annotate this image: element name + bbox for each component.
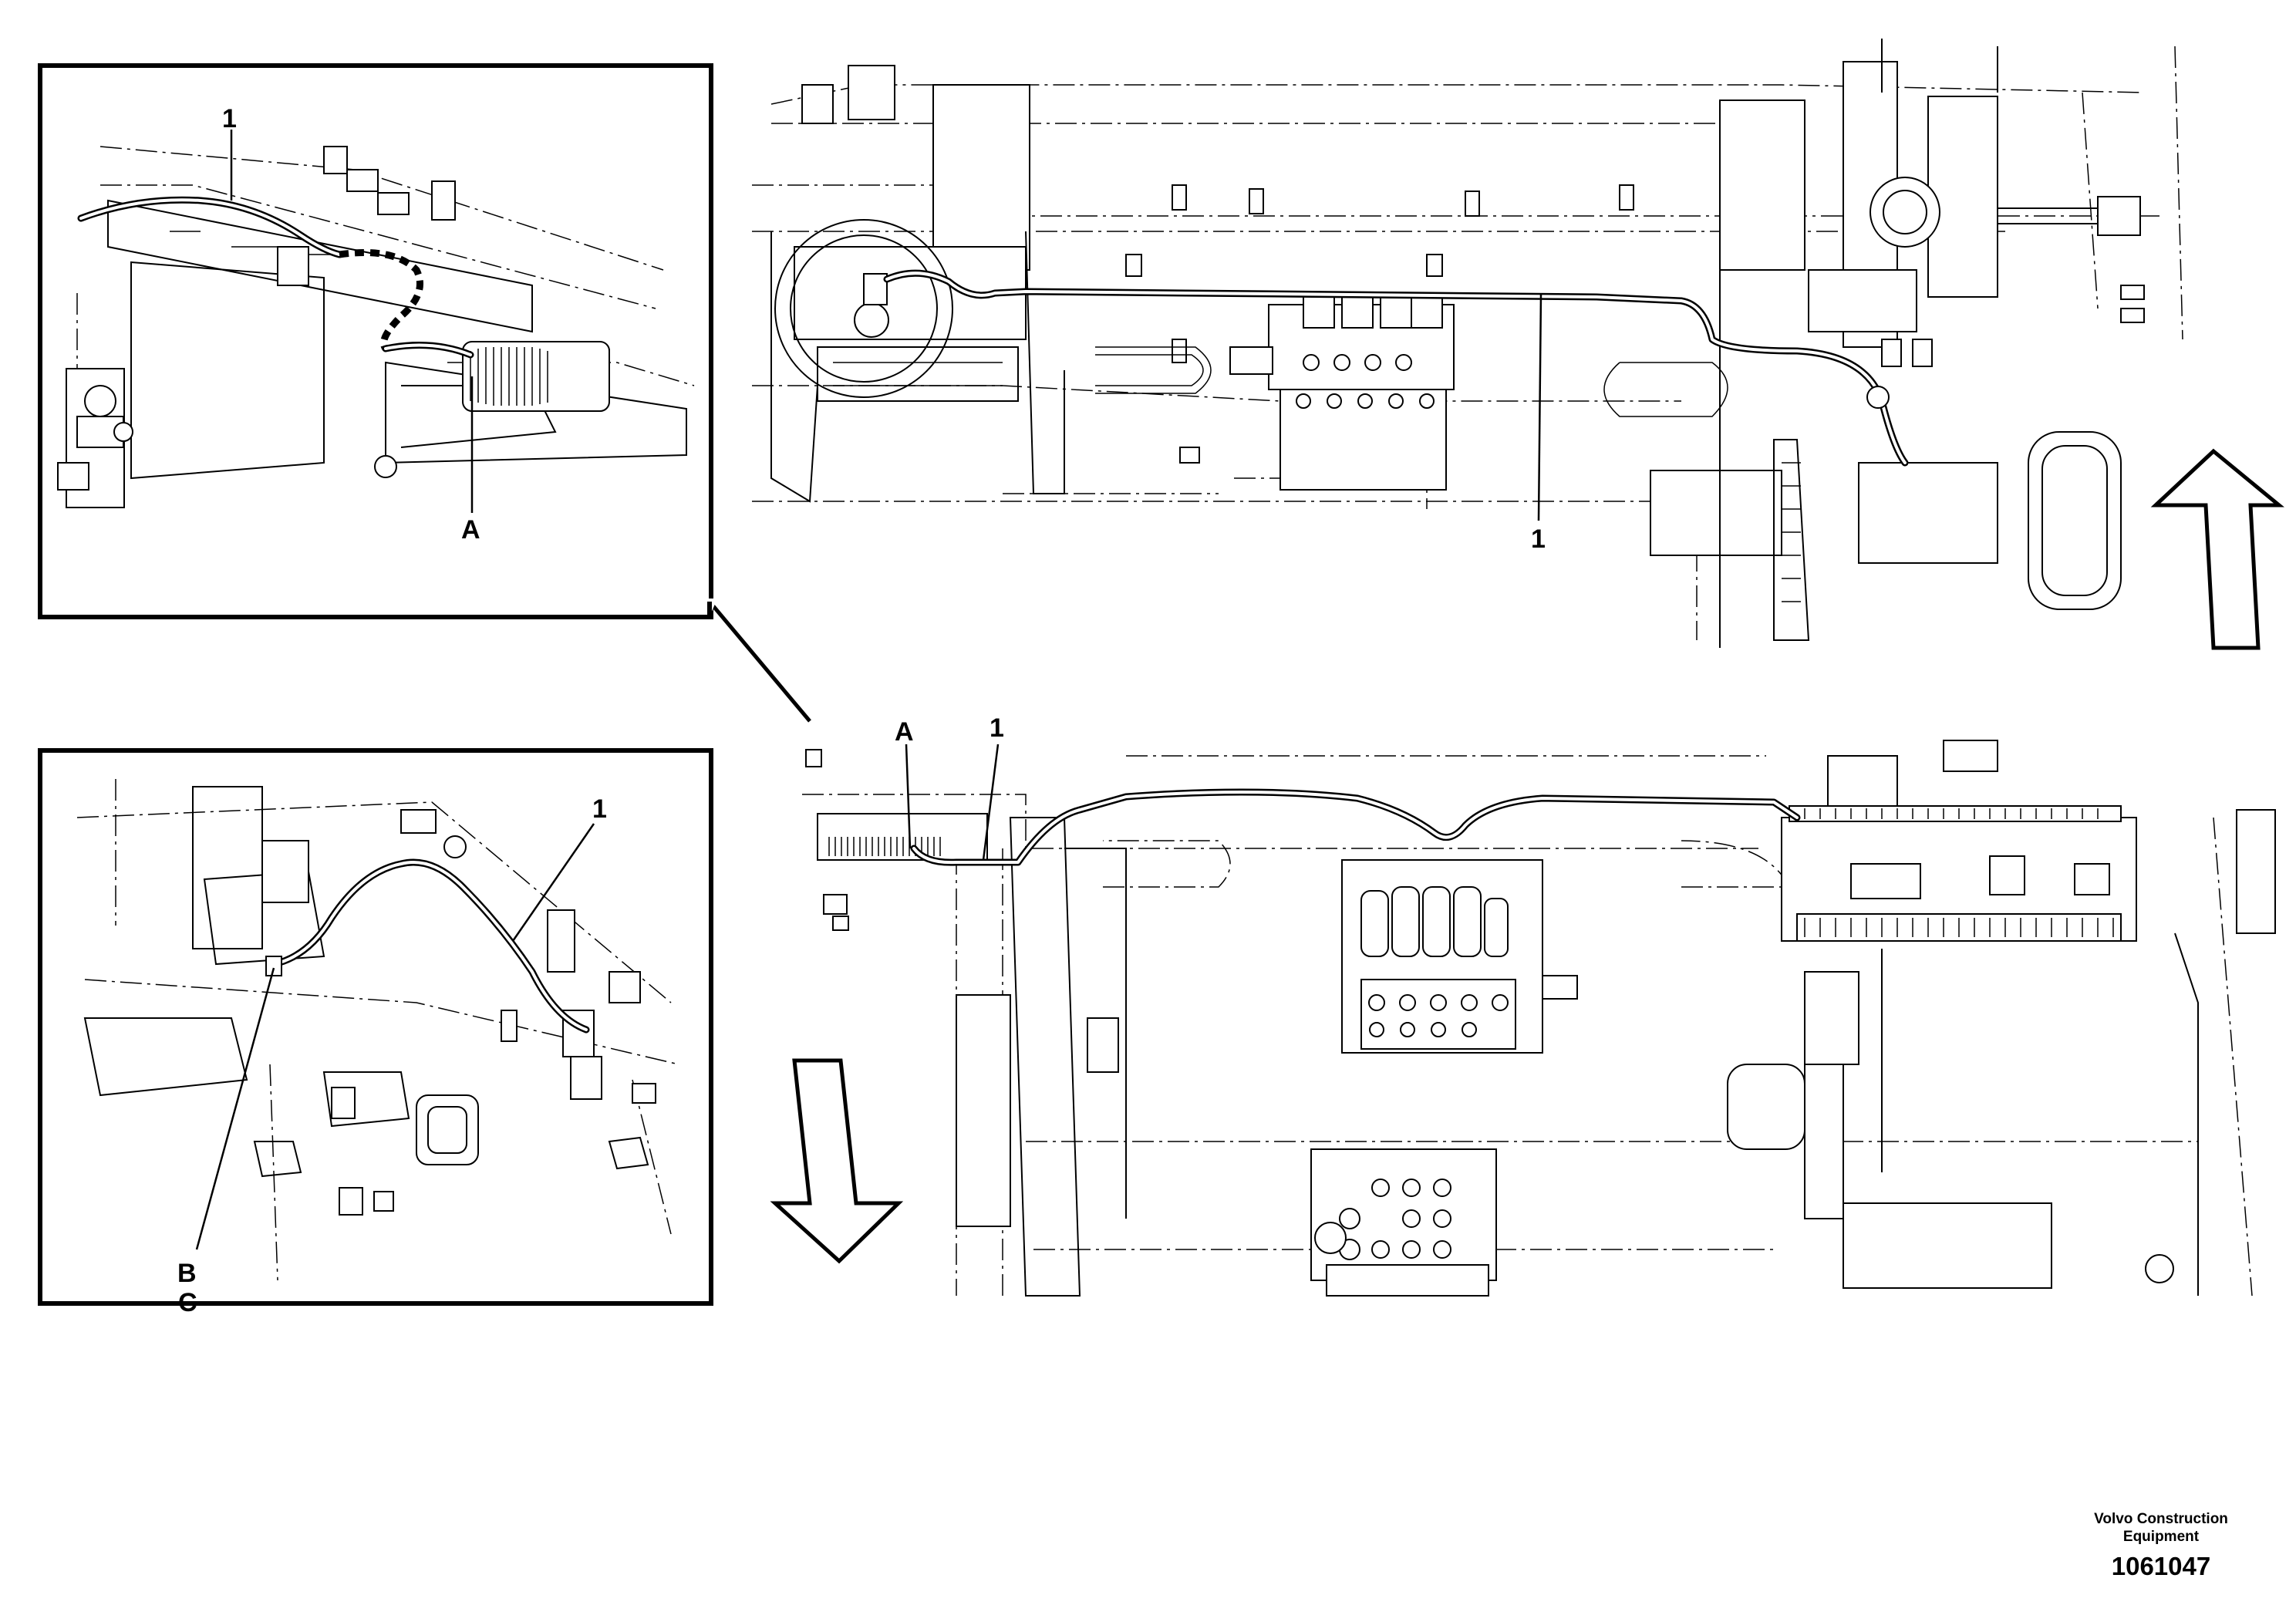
callout-1-bottom-view: 1 [990, 713, 1004, 743]
bottom-machine-view [802, 740, 2276, 1297]
relay-panel [1781, 740, 2137, 942]
callout-1-top-inset: 1 [222, 104, 237, 133]
valve-block-top [1229, 292, 1455, 491]
callout-c-bottom-inset: C [178, 1288, 197, 1317]
detail-inset-bottom: 1 B C [38, 748, 713, 1317]
drawing-number: 1061047 [2112, 1552, 2210, 1580]
arrow-down-icon [770, 1058, 904, 1264]
arrow-up-icon [2150, 448, 2284, 650]
callout-a-bottom-view: A [895, 717, 914, 747]
company-name-line1: Volvo Construction [2094, 1511, 2228, 1527]
company-name-line2: Equipment [2123, 1529, 2200, 1545]
callout-1-top-view: 1 [1531, 524, 1546, 554]
detail-inset-top: 1 A [38, 63, 811, 723]
callout-b-bottom-inset: B [177, 1259, 197, 1288]
callout-a-top-inset: A [461, 515, 480, 545]
callout-1-bottom-inset: 1 [592, 794, 607, 824]
valve-block-bottom [1341, 859, 1578, 1054]
top-machine-view [752, 39, 2183, 648]
